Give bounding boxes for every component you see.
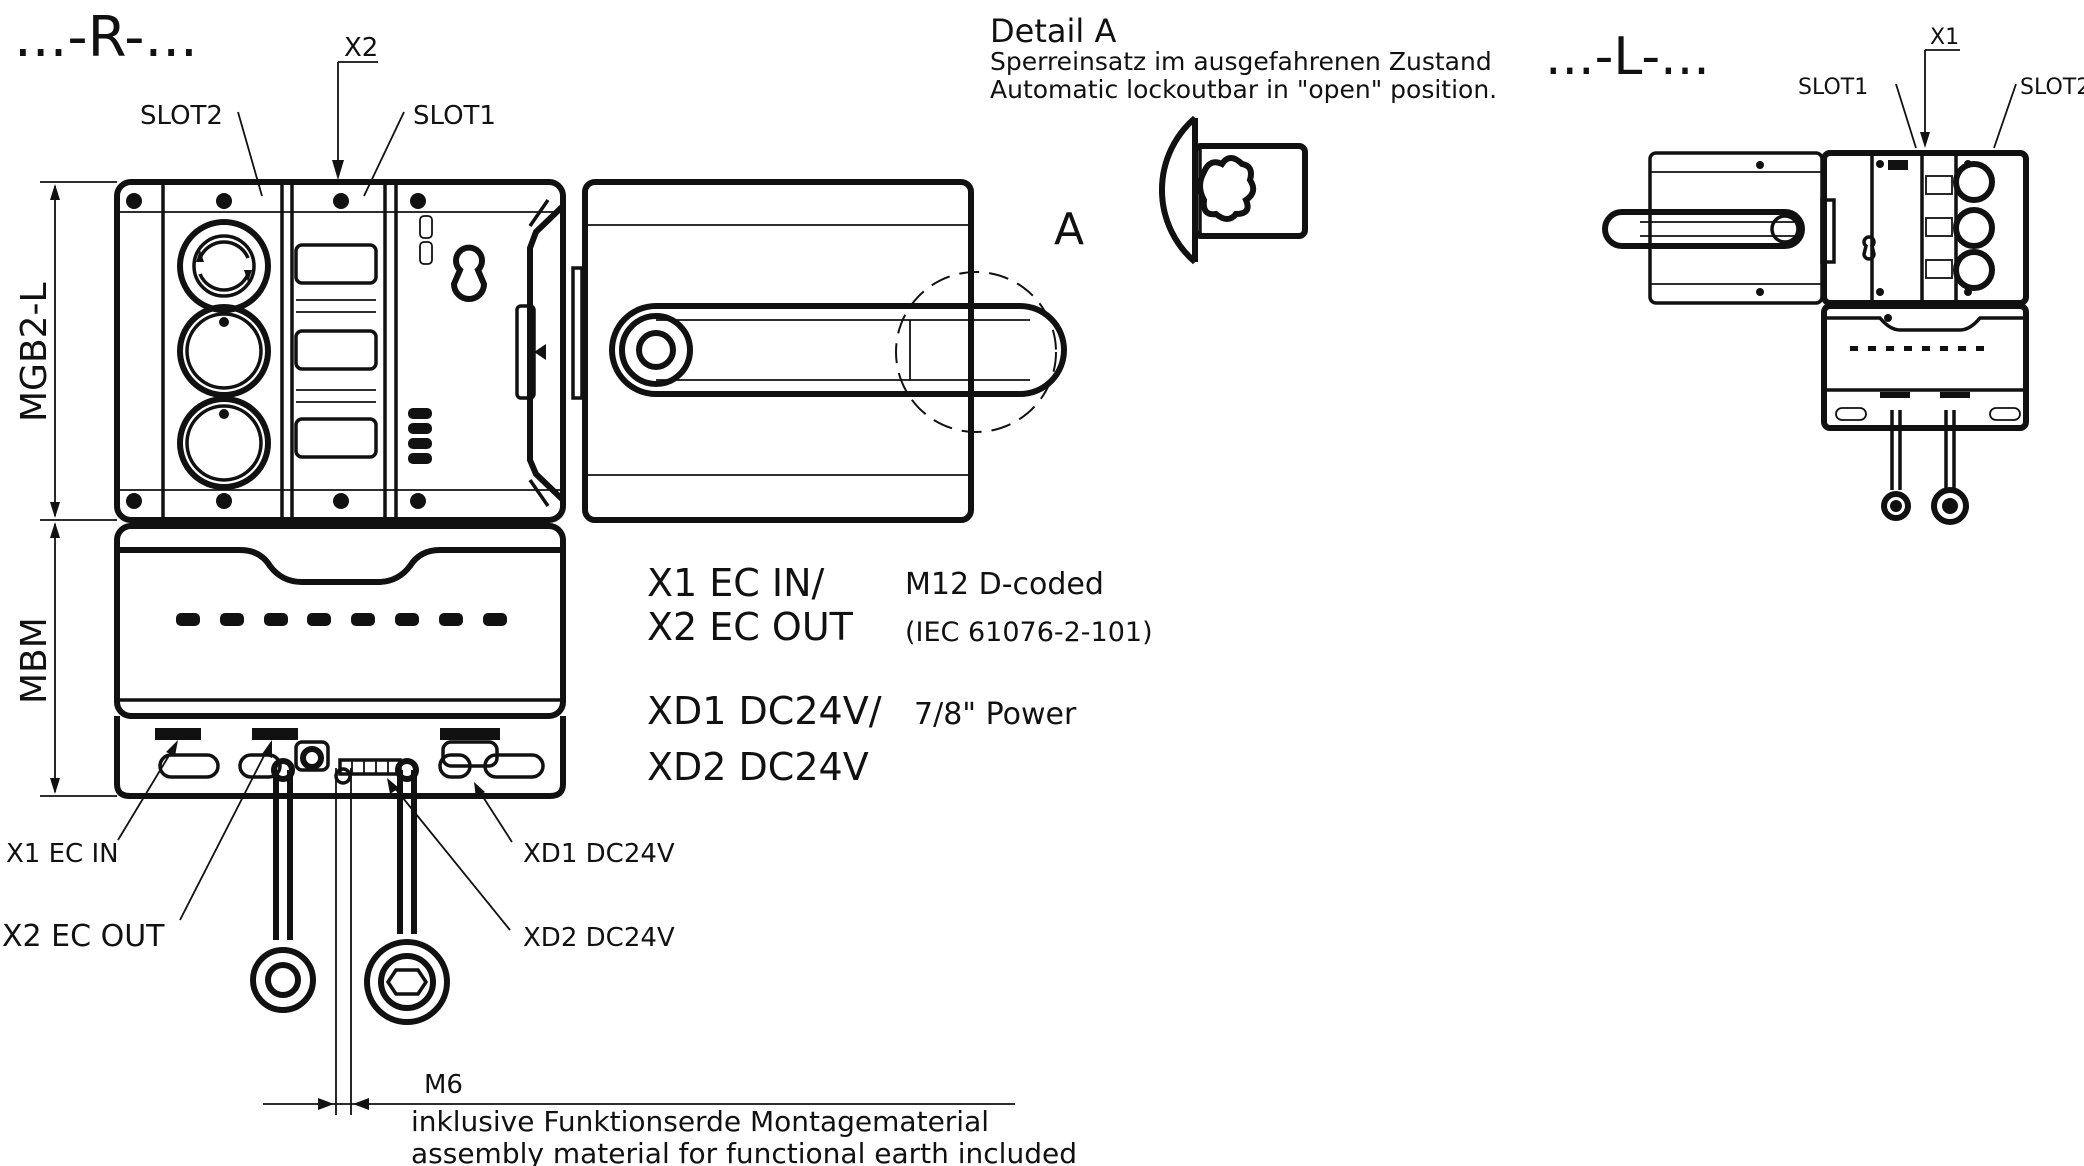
variant-left-label: ...-L-... (1545, 27, 1710, 87)
main-view-right: A (114, 179, 1084, 1115)
functional-earth-note: M6 inklusive Funktionserde Montagemateri… (263, 1070, 1077, 1166)
xd1-label: XD1 DC24V (523, 839, 675, 869)
connector-caps (250, 758, 450, 1025)
dimension-lines: MGB2-L MBM (14, 181, 117, 797)
earth-line-en: assembly material for functional earth i… (411, 1137, 1077, 1166)
detail-a-line-en: Automatic lockoutbar in "open" position. (990, 75, 1497, 104)
callouts-right: SLOT2 SLOT1 X2 X1 EC IN X2 EC OUT XD1 DC… (2, 33, 675, 954)
spec-row1-ports-b: X2 EC OUT (647, 605, 854, 649)
bottom-connectors (155, 728, 500, 776)
main-view-left: SLOT1 SLOT2 X1 (1602, 25, 2084, 525)
handle-bar (609, 303, 1067, 397)
detail-a-marker: A (1054, 204, 1084, 255)
x1-ec-in-label: X1 EC IN (6, 839, 119, 869)
slot2-label-right: SLOT2 (140, 101, 223, 131)
mgb2-housing-left (1821, 150, 2029, 306)
earth-line-de: inklusive Funktionserde Montagematerial (411, 1105, 989, 1138)
xd2-label: XD2 DC24V (523, 923, 675, 953)
x2-label-top: X2 (344, 33, 378, 63)
door-handle-module (582, 179, 1067, 523)
slot1-label-left: SLOT1 (1798, 75, 1868, 100)
slot1-label-right: SLOT1 (413, 101, 496, 131)
keyhole-icon (450, 244, 488, 302)
spec-row2-type: 7/8" Power (914, 697, 1077, 732)
dimension-mgb2-label: MGB2-L (14, 282, 55, 422)
mgb2-housing (114, 179, 566, 523)
lock-module (408, 199, 584, 507)
detail-a-line-de: Sperreinsatz im ausgefahrenen Zustand (990, 47, 1492, 76)
variant-right-label: ...-R-... (14, 5, 198, 70)
spec-row2-ports-a: XD1 DC24V/ (647, 689, 882, 733)
handle-module-left (1648, 151, 1824, 305)
slot1-indicators (294, 243, 378, 459)
spec-row2-ports-b: XD2 DC24V (647, 745, 869, 789)
mbm-housing-left (1821, 303, 2029, 431)
mbm-housing (114, 523, 566, 719)
detail-a-circle (895, 271, 1057, 433)
detail-a: Detail A Sperreinsatz im ausgefahrenen Z… (990, 12, 1497, 265)
x1-label-top: X1 (1930, 25, 1959, 50)
earth-thread-label: M6 (424, 1070, 463, 1100)
x2-ec-out-label: X2 EC OUT (2, 919, 165, 954)
slot2-label-left: SLOT2 (2020, 75, 2084, 100)
spec-row1-ports-a: X1 EC IN/ (647, 561, 825, 605)
lockout-bar-icon (1197, 155, 1257, 222)
slot2-control-devices (177, 219, 271, 490)
spec-row1-type: M12 D-coded (905, 567, 1104, 602)
mounting-plate (114, 716, 566, 799)
dimension-mbm-label: MBM (14, 617, 55, 704)
led-indicator-row (176, 613, 507, 626)
led-indicator-row-left (1850, 346, 1984, 351)
detail-a-title: Detail A (990, 12, 1116, 50)
port-spec-table: X1 EC IN/ X2 EC OUT M12 D-coded (IEC 610… (647, 561, 1153, 789)
spec-row1-standard: (IEC 61076-2-101) (905, 617, 1153, 648)
